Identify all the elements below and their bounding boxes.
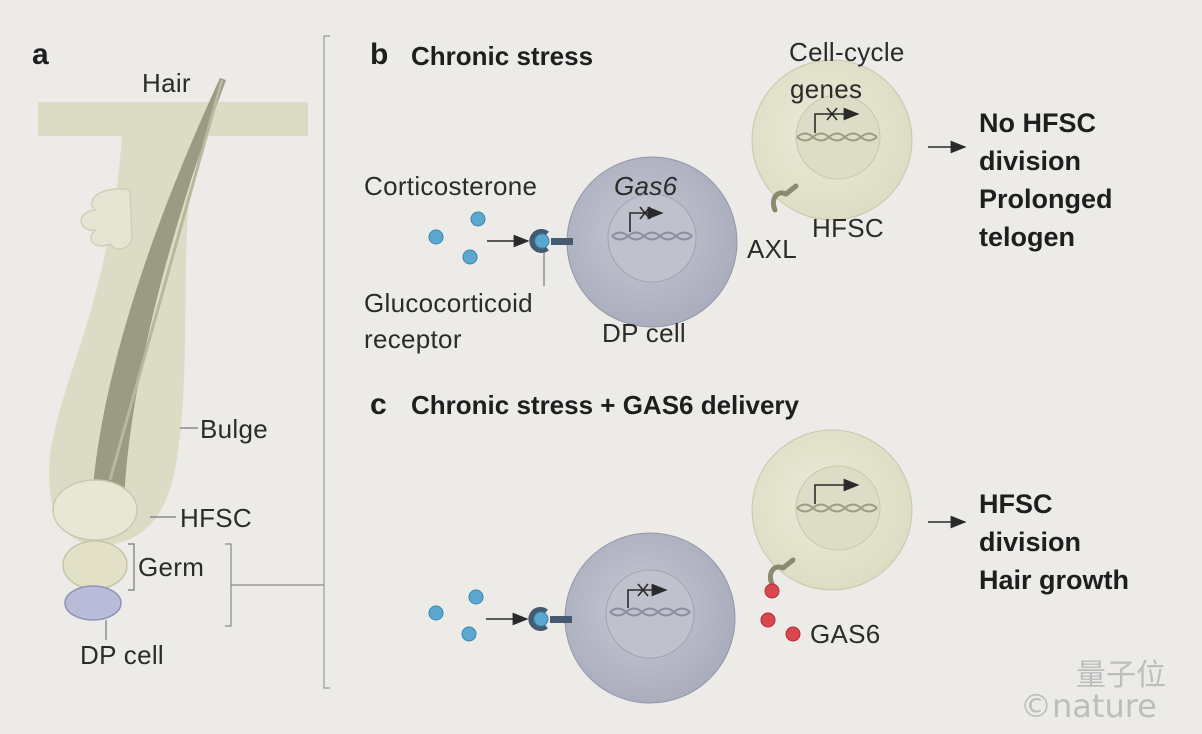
transcription-arrow [627,583,668,608]
corticosterone-dot [470,211,486,227]
panel-c-outcome: HFSC division Hair growth [979,485,1129,599]
dna-strand [611,231,693,241]
gas6-dot [785,626,801,642]
dp-cell-b-label: DP cell [602,318,686,348]
hfsc-label: HFSC [180,503,252,533]
outcome-line: HFSC [979,489,1053,519]
axl-receptor [767,557,796,587]
bulge-label: Bulge [200,414,268,444]
dna-strand [611,231,693,241]
outcome-line: division [979,527,1082,557]
axl-label: AXL [747,234,798,264]
hfsc-nucleus [795,94,881,180]
hair-shaft [92,78,226,512]
hair-follicle-illustration [38,78,324,640]
hfsc-nucleus [795,465,881,551]
glucocorticoid-receptor [529,229,549,253]
expansion-bracket [225,543,232,627]
outcome-line: Prolonged [979,184,1113,214]
dp-cell-nucleus [605,569,695,659]
dp-cell-label: DP cell [80,640,164,670]
block-cross [637,583,649,597]
corticosterone-dot [461,626,477,642]
germ-cluster [62,540,128,590]
bound-corticosterone [533,611,549,627]
corticosterone-dot [428,605,444,621]
transcription-arrow [814,478,860,504]
watermark-brand: 量子位 [1076,658,1166,693]
divider-bracket [323,35,330,689]
panel-b-illustration [428,59,967,328]
corticosterone-label: Corticosterone [364,171,538,201]
panel-c-title: Chronic stress + GAS6 delivery [411,390,800,420]
dna-strand [609,607,691,617]
panel-b-letter: b [370,38,389,71]
transcription-arrow [629,206,664,232]
cell-cycle-label-line1: Cell-cycle [789,37,905,67]
hfsc-cluster [52,479,138,541]
corticosterone-dot [468,589,484,605]
panel-c-illustration [428,429,967,704]
dna-strand [609,607,691,617]
block-cross [639,206,651,220]
receptor-stem [551,238,573,245]
outcome-line: division [979,146,1082,176]
sebaceous-gland [80,188,133,250]
panel-c-letter: c [370,388,387,421]
hfsc-b-label: HFSC [812,213,884,243]
corticosterone-dot [462,249,478,265]
germ-label: Germ [138,552,205,582]
gas6-bound [764,583,780,599]
hair-shaft-highlight [108,79,224,481]
outcome-line: No HFSC [979,108,1096,138]
dp-cell-nucleus [607,193,697,283]
transcription-arrow [814,107,860,133]
receptor-stem [550,616,572,623]
panel-a-letter: a [32,38,49,71]
corticosterone-dot [428,229,444,245]
hair-label: Hair [142,68,191,98]
glucocorticoid-label-line2: receptor [364,324,462,354]
glucocorticoid-label-line1: Glucocorticoid [364,288,533,318]
axl-receptor [770,183,799,213]
block-cross [826,107,838,121]
outcome-line: Hair growth [979,565,1130,595]
dna-strand [796,132,878,142]
dna-strand [796,503,878,513]
cell-cycle-label-line2: genes [790,74,863,104]
watermark-credit: ©nature [1020,687,1157,725]
glucocorticoid-receptor [528,607,548,631]
dp-cell-cluster [64,585,122,621]
germ-bracket [128,543,135,591]
gas6-protein-label: GAS6 [810,619,881,649]
skin-surface [38,102,308,136]
panel-b-outcome: No HFSC division Prolonged telogen [979,104,1113,256]
dna-strand [796,132,878,142]
gas6-dot [760,612,776,628]
bound-corticosterone [534,233,550,249]
gas6-gene-label: Gas6 [614,171,678,201]
panel-b-title: Chronic stress [411,41,594,71]
outcome-line: telogen [979,222,1076,252]
dna-strand [796,503,878,513]
